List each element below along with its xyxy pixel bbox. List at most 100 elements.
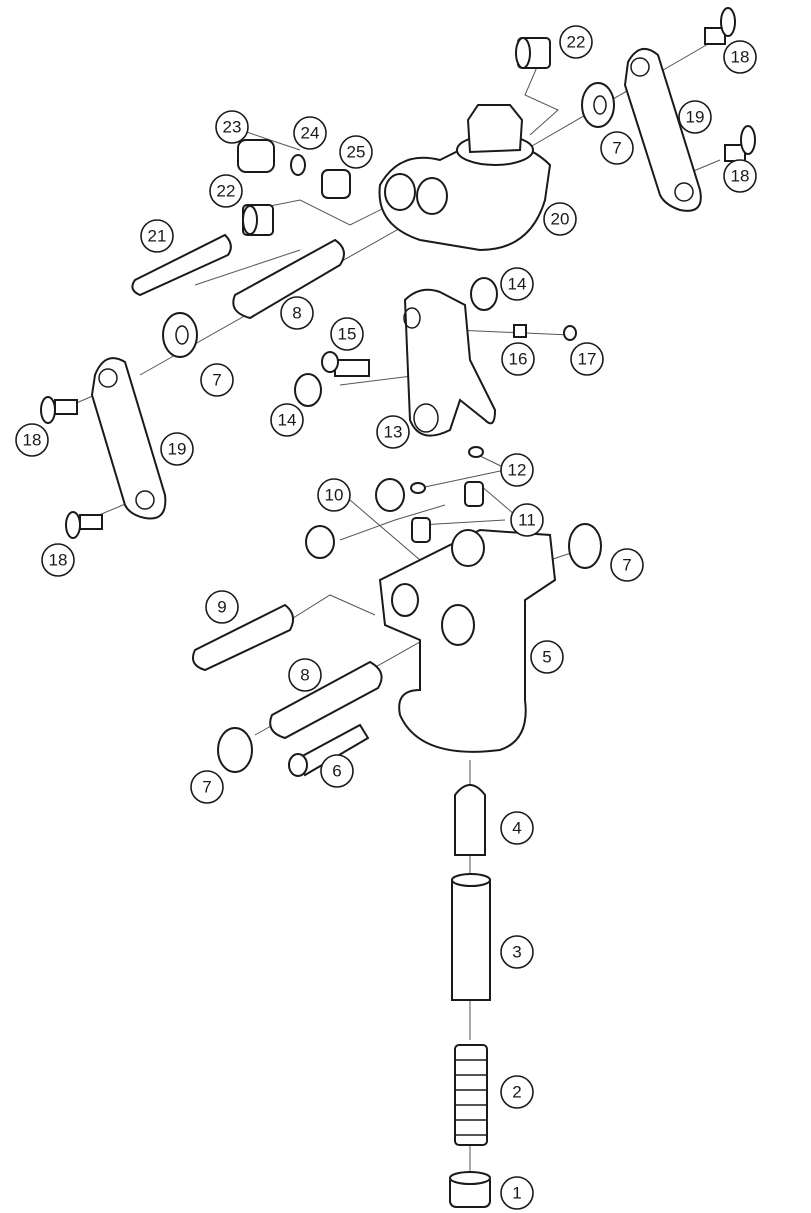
callout-number: 15 [338,325,357,344]
part-outline [375,478,405,512]
callout-number: 24 [301,124,320,143]
callout-circle [500,267,534,301]
part-outline [630,57,650,77]
part-outline [454,784,486,856]
callout-circle [320,754,354,788]
part-outline [294,373,322,407]
part-outline [232,238,345,320]
part-8-shaft-top [232,238,345,320]
part-2-spring [454,1044,488,1146]
callout-22: 22 [209,174,243,208]
callout-circle [600,131,634,165]
parts-10-11-12-fasteners [305,446,484,559]
part-outline [563,325,577,341]
callout-circle [200,363,234,397]
part-outline [455,1059,487,1136]
part-outline [410,482,426,494]
part-outline [479,484,516,516]
part-8-shaft-lower [269,660,383,740]
callout-circle [500,453,534,487]
callout-19: 19 [160,432,194,466]
callout-circle [339,135,373,169]
part-24-washer [290,154,306,176]
part-outline [79,514,103,530]
callout-number: 7 [622,556,631,575]
part-19-link-right [623,47,702,212]
part-outline [288,753,308,777]
callout-number: 3 [512,943,521,962]
callout-18: 18 [723,40,757,74]
callout-circle [678,100,712,134]
part-7-washer-lower-right [568,523,602,569]
part-7-washer-lower-left [217,727,253,773]
callout-circle [215,110,249,144]
callout-circle [209,174,243,208]
callout-circle [293,116,327,150]
callout-19: 19 [678,100,712,134]
part-outline [403,307,421,329]
callout-circle [723,159,757,193]
callout-number: 19 [168,440,187,459]
callout-circle [500,811,534,845]
part-23-cap [237,139,275,173]
callout-number: 17 [578,350,597,369]
callout-circle [190,770,224,804]
callout-17: 17 [570,342,604,376]
part-outline [593,95,607,115]
part-outline [217,727,253,773]
part-outline [581,82,615,128]
callout-circle [280,296,314,330]
part-outline [98,368,118,388]
callout-6: 6 [320,754,354,788]
part-outline [135,490,155,510]
part-outline [454,329,571,336]
part-1-ring [449,1171,491,1208]
callout-number: 7 [212,371,221,390]
callout-8: 8 [288,658,322,692]
callouts: 22 18 23 24 25 19 7 18 22 20 21 14 8 15 … [15,25,757,1210]
callout-18: 18 [41,543,75,577]
callout-circle [41,543,75,577]
part-outline [413,403,439,433]
callout-circle [530,640,564,674]
callout-circle [317,478,351,512]
callout-number: 4 [512,819,521,838]
callout-circle [570,342,604,376]
callout-12: 12 [500,453,534,487]
part-outline [131,233,232,297]
part-outline [339,504,446,541]
callout-14: 14 [270,403,304,437]
part-9-pin [192,603,295,672]
part-outline [242,205,258,235]
callout-number: 18 [731,48,750,67]
part-13-lever [403,288,497,437]
callout-13: 13 [376,415,410,449]
callout-5: 5 [530,640,564,674]
part-7-washer-left [162,312,198,358]
callout-number: 22 [567,33,586,52]
part-outline [321,169,351,199]
callout-7: 7 [190,770,224,804]
callout-circle [543,202,577,236]
part-18-screws-left [40,396,103,539]
part-22-needle-bearing-top [515,37,551,69]
callout-22: 22 [559,25,593,59]
part-outline [568,523,602,569]
part-outline [54,399,78,415]
part-3-sleeve [451,873,491,1001]
callout-7: 7 [610,548,644,582]
callout-24: 24 [293,116,327,150]
part-outline [720,7,736,37]
callout-number: 23 [223,118,242,137]
part-outline [449,1171,491,1185]
part-outline [464,481,484,507]
callout-number: 12 [508,461,527,480]
callout-number: 9 [217,598,226,617]
callout-number: 18 [731,167,750,186]
callout-2: 2 [500,1075,534,1109]
callout-9: 9 [205,590,239,624]
callout-15: 15 [330,317,364,351]
callout-number: 7 [612,139,621,158]
part-4-plunger [454,784,486,856]
part-outline [451,873,491,887]
